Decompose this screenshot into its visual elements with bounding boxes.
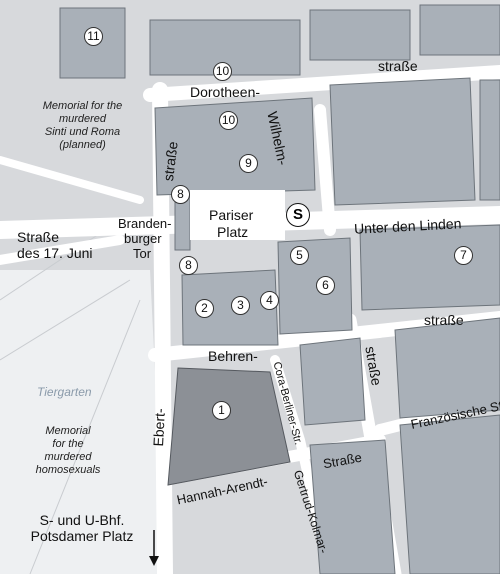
street-dorotheen-strasse: straße [378, 58, 418, 74]
memorial-field [167, 367, 291, 486]
marker-11[interactable]: 11 [84, 27, 103, 46]
arrow-down-icon [149, 530, 159, 566]
tiergarten-label: Tiergarten [37, 385, 92, 399]
memorial-homosexuals-line: murdered [44, 451, 92, 463]
s-bahn-badge[interactable]: S [286, 203, 310, 227]
station-label: S- und U-Bhf. Potsdamer Platz [22, 512, 142, 544]
street-behren: Behren- [208, 348, 258, 364]
brandenburger-tor-3: Tor [133, 246, 152, 261]
marker-5[interactable]: 5 [290, 246, 309, 265]
marker-10[interactable]: 10 [213, 62, 232, 81]
marker-10[interactable]: 10 [219, 111, 238, 130]
brandenburger-tor-1: Branden- [118, 216, 172, 231]
memorial-homosexuals: Memorial for the murdered homosexuals [28, 425, 108, 477]
marker-4[interactable]: 4 [260, 291, 279, 310]
memorial-sinti-roma-line: murdered [58, 113, 107, 125]
marker-1[interactable]: 1 [212, 401, 231, 420]
memorial-sinti-roma: Memorial for the murdered Sinti und Roma… [30, 100, 135, 152]
memorial-sinti-roma-line: (planned) [59, 139, 106, 151]
pariser-platz-label-2: Platz [217, 224, 249, 240]
marker-9[interactable]: 9 [239, 154, 258, 173]
marker-8[interactable]: 8 [171, 185, 190, 204]
memorial-homosexuals-line: homosexuals [35, 464, 101, 476]
marker-6[interactable]: 6 [316, 276, 335, 295]
marker-8[interactable]: 8 [179, 256, 198, 275]
street-17-juni-2: des 17. Juni [17, 245, 93, 261]
memorial-homosexuals-line: for the [52, 438, 84, 450]
street-dorotheen: Dorotheen- [190, 84, 261, 100]
memorial-sinti-roma-line: Memorial for the [42, 100, 123, 112]
memorial-sinti-roma-line: Sinti und Roma [44, 126, 121, 138]
street-17-juni-1: Straße [17, 229, 60, 245]
station-line: Potsdamer Platz [30, 528, 134, 544]
memorial-homosexuals-line: Memorial [45, 425, 91, 437]
pariser-platz-label-1: Pariser [209, 207, 254, 223]
street-behren-strasse: straße [424, 312, 464, 328]
brandenburger-tor-2: burger [124, 231, 162, 246]
station-line: S- und U-Bhf. [39, 512, 125, 528]
street-ebert: Ebert- [150, 407, 168, 447]
pariser-platz [190, 190, 285, 240]
marker-3[interactable]: 3 [231, 296, 250, 315]
tiergarten-park [0, 270, 165, 574]
marker-7[interactable]: 7 [454, 246, 473, 265]
marker-2[interactable]: 2 [195, 299, 214, 318]
building-blocks [59, 4, 500, 574]
